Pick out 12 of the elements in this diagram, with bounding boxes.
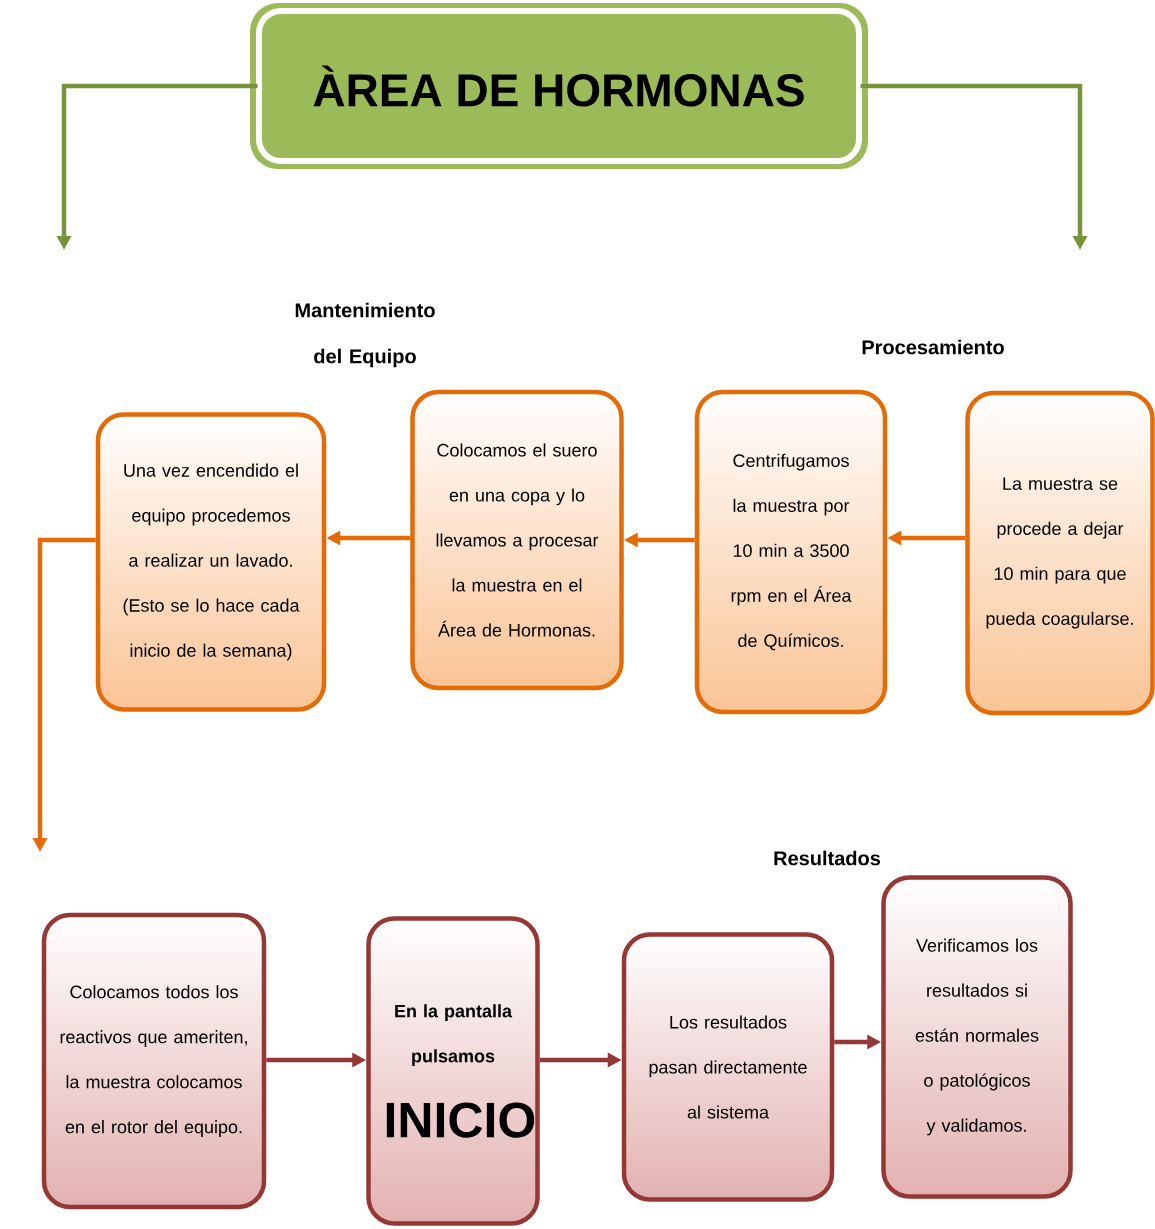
section-label: Resultados: [774, 850, 881, 866]
process-box: En la pantalla pulsamos INICIO: [366, 916, 540, 1226]
section-label: Procesamiento: [862, 339, 1004, 355]
section-label: Mantenimiento del Equipo: [295, 302, 435, 368]
process-box: Centrifugamos la muestra por 10 min a 3500 rpm en el Área de Químicos.: [694, 389, 888, 715]
process-box: La muestra se procede a dejar 10 min para que pueda coagularse.: [965, 390, 1155, 716]
process-box: Colocamos el suero en una copa y lo llevamos a procesar la muestra en el Área de Hormonas.: [410, 389, 624, 691]
process-box: Colocamos todos los reactivos que ameriten, la muestra colocamos en el rotor del equipo.: [41, 912, 267, 1210]
process-box: Los resultados pasan directamente al sistema: [621, 932, 835, 1202]
title-box: ÀREA DE HORMONAS: [256, 8, 862, 164]
process-box: Una vez encendido el equipo procedemos a realizar un lavado. (Esto se lo hace cada inicio de la semana): [95, 412, 327, 712]
process-box: Verificamos los resultados si están normales o patológicos y validamos.: [881, 875, 1073, 1199]
